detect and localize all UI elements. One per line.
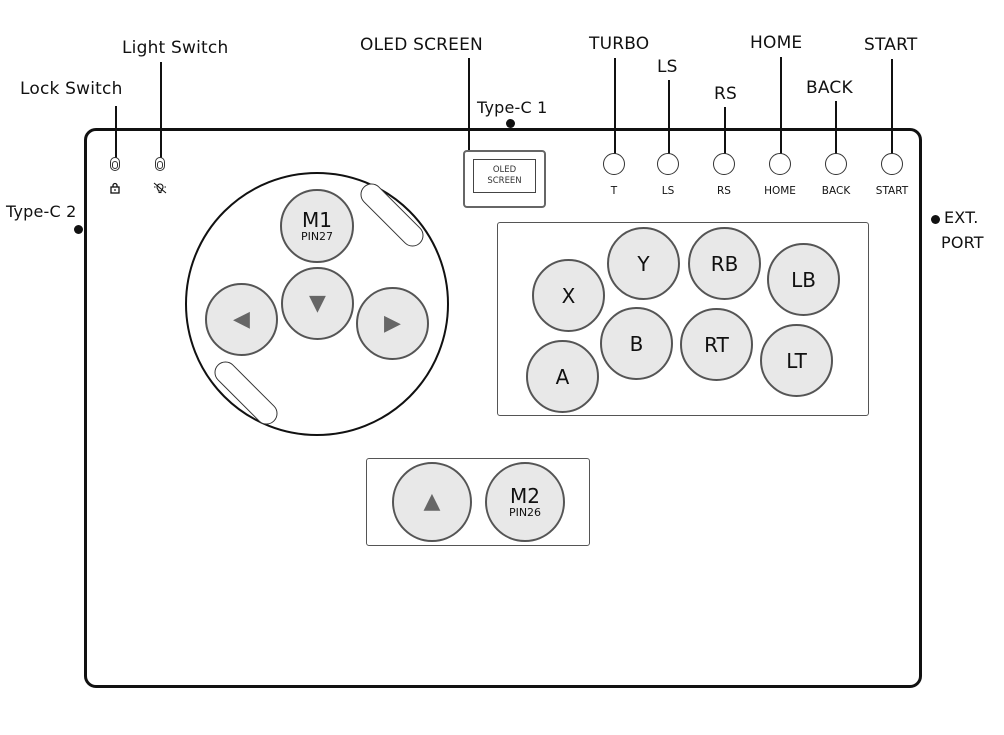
lt-button[interactable]: LT [760, 324, 833, 397]
lock-icon [109, 182, 121, 196]
face-button-panel [497, 222, 869, 416]
home-button-label: HOME [764, 185, 796, 197]
rs-callout: RS [714, 84, 738, 104]
turbo-callout: TURBO [589, 34, 650, 54]
rt-label: RT [704, 332, 729, 357]
home-leader [780, 57, 782, 154]
m1-label: M1 [302, 207, 332, 232]
turbo-leader [614, 58, 616, 154]
type-c-2-port [74, 225, 83, 234]
type-c-1-callout: Type-C 1 [477, 98, 548, 117]
back-button-label: BACK [821, 185, 851, 197]
lb-button[interactable]: LB [767, 243, 840, 316]
start-button[interactable] [881, 153, 903, 175]
rt-button[interactable]: RT [680, 308, 753, 381]
light-switch-callout: Light Switch [122, 38, 229, 58]
x-label: X [561, 283, 576, 308]
a-button[interactable]: A [526, 340, 599, 413]
oled-screen-callout: OLED SCREEN [360, 35, 483, 55]
rs-button-label: RS [717, 185, 731, 197]
start-button-label: START [875, 185, 909, 197]
right-button[interactable]: ▶ [356, 287, 429, 360]
lb-label: LB [791, 267, 816, 292]
m1-pin-label: PIN27 [300, 229, 334, 243]
turbo-button-label: T [610, 185, 618, 197]
light-switch[interactable] [155, 157, 165, 171]
ls-callout: LS [657, 57, 678, 77]
oled-screen: OLED SCREEN [463, 150, 546, 208]
rs-button[interactable] [713, 153, 735, 175]
lock-switch[interactable] [110, 157, 120, 171]
bottom-button-panel [366, 458, 590, 546]
ls-button[interactable] [657, 153, 679, 175]
b-button[interactable]: B [600, 307, 673, 380]
left-button[interactable]: ◀ [205, 283, 278, 356]
oled-screen-text: OLED SCREEN [473, 159, 536, 193]
left-arrow-icon: ◀ [233, 306, 250, 332]
down-button[interactable]: ▼ [281, 267, 354, 340]
oled-screen-leader [468, 58, 470, 153]
home-button[interactable] [769, 153, 791, 175]
back-button[interactable] [825, 153, 847, 175]
back-callout: BACK [806, 78, 853, 98]
y-button[interactable]: Y [607, 227, 680, 300]
ext-port-marker [931, 215, 940, 224]
home-callout: HOME [750, 33, 803, 53]
x-button[interactable]: X [532, 259, 605, 332]
ls-button-label: LS [661, 185, 675, 197]
ls-leader [668, 80, 670, 154]
rb-label: RB [710, 251, 739, 276]
start-leader [891, 59, 893, 154]
up-arrow-icon: ▲ [423, 489, 441, 514]
down-arrow-icon: ▼ [309, 290, 326, 316]
a-label: A [555, 364, 570, 389]
light-off-icon [153, 182, 167, 196]
y-label: Y [637, 251, 650, 276]
back-leader [835, 101, 837, 154]
right-arrow-icon: ▶ [384, 310, 401, 336]
ext-port-callout-line1: EXT. [944, 208, 979, 227]
m2-label: M2 [510, 483, 540, 508]
start-callout: START [864, 35, 918, 55]
directional-wheel [185, 172, 449, 436]
rb-button[interactable]: RB [688, 227, 761, 300]
m1-button[interactable]: M1 PIN27 [280, 189, 354, 263]
lt-label: LT [786, 348, 807, 373]
type-c-1-port [506, 119, 515, 128]
m2-pin-label: PIN26 [508, 505, 542, 519]
b-label: B [629, 331, 644, 356]
m2-button[interactable]: M2 PIN26 [485, 462, 565, 542]
turbo-button[interactable] [603, 153, 625, 175]
lock-switch-callout: Lock Switch [20, 79, 123, 99]
light-switch-leader [160, 62, 162, 158]
controller-body [84, 128, 922, 688]
ext-port-callout-line2: PORT [941, 233, 984, 252]
type-c-2-callout: Type-C 2 [6, 202, 77, 221]
up-button[interactable]: ▲ [392, 462, 472, 542]
lock-switch-leader [115, 106, 117, 158]
